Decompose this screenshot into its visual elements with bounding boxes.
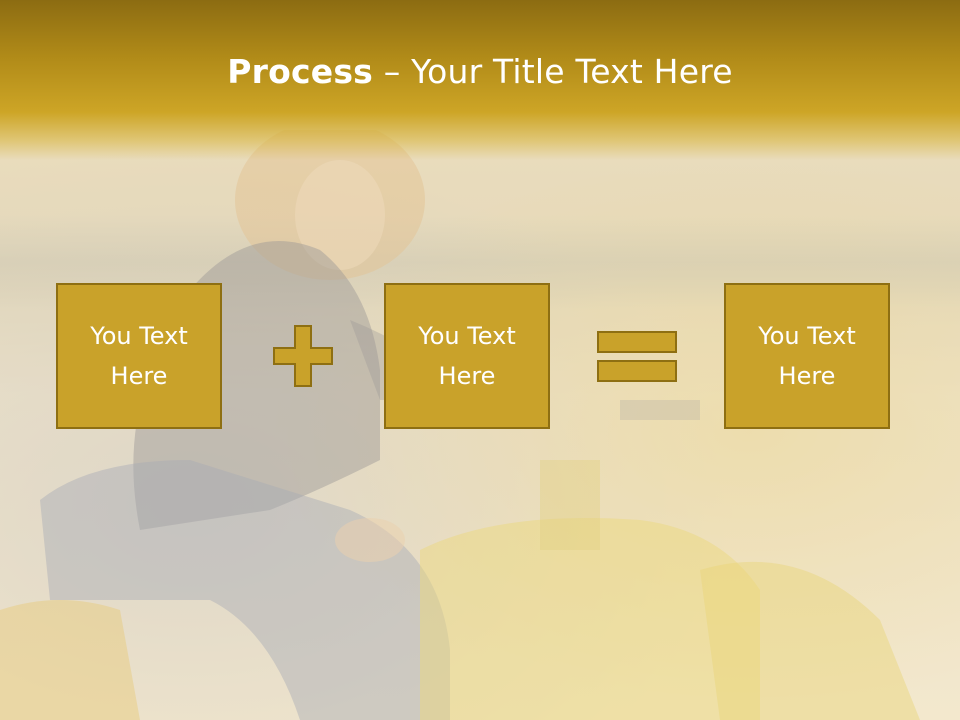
title-bold: Process xyxy=(227,52,374,91)
process-box-3-text: You Text Here xyxy=(742,316,872,396)
box-line-1: You Text xyxy=(758,322,856,350)
process-box-2-text: You Text Here xyxy=(402,316,532,396)
slide-title[interactable]: Process – Your Title Text Here xyxy=(0,52,960,91)
box-line-2: Here xyxy=(438,362,496,390)
process-box-1[interactable]: You Text Here xyxy=(56,283,222,429)
process-box-3[interactable]: You Text Here xyxy=(724,283,890,429)
box-line-2: Here xyxy=(778,362,836,390)
equals-icon xyxy=(597,331,677,382)
box-line-1: You Text xyxy=(90,322,188,350)
box-line-1: You Text xyxy=(418,322,516,350)
quad-bike xyxy=(0,400,920,720)
title-rest: – Your Title Text Here xyxy=(373,52,733,91)
plus-icon xyxy=(273,325,333,387)
title-bar xyxy=(0,0,960,160)
box-line-2: Here xyxy=(110,362,168,390)
process-box-2[interactable]: You Text Here xyxy=(384,283,550,429)
process-box-1-text: You Text Here xyxy=(74,316,204,396)
